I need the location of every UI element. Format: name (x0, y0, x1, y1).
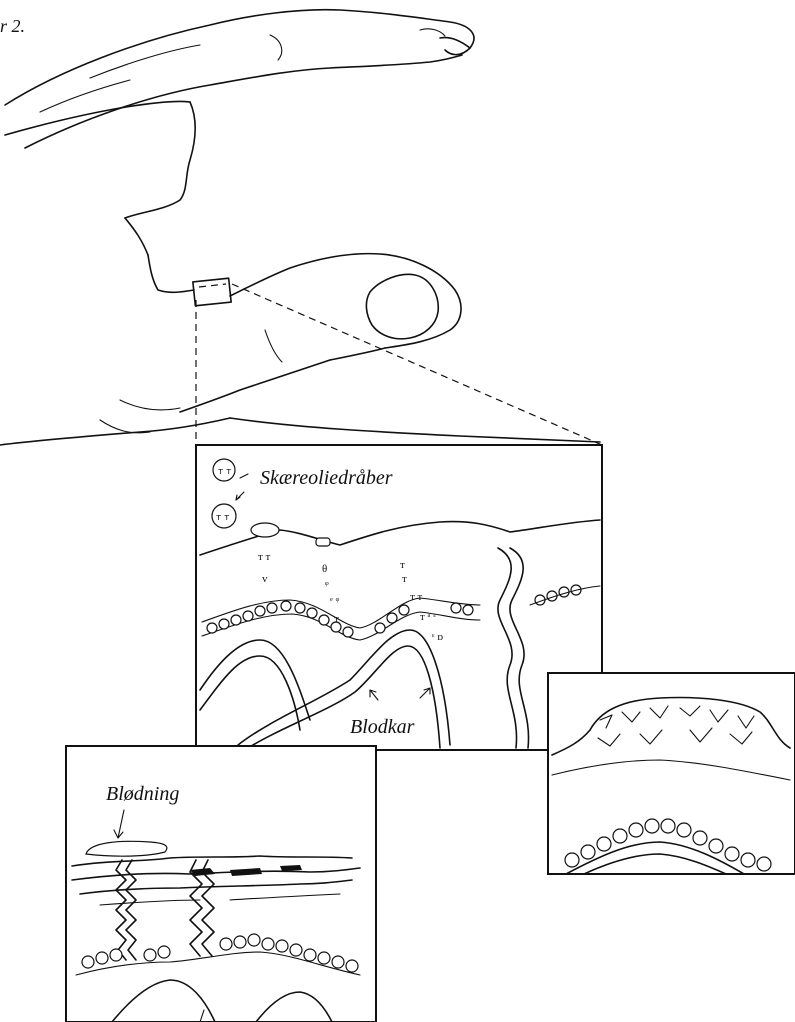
panel-bleeding: Blødning (66, 746, 376, 1022)
svg-text:θ: θ (322, 563, 327, 575)
label-oil-droplets: Skæreoliedråber (260, 467, 393, 489)
svg-text:ᴛ ᴛ: ᴛ ᴛ (216, 513, 229, 523)
svg-text:ᵉ ᵠ: ᵉ ᵠ (330, 595, 340, 607)
label-bleeding: Blødning (106, 783, 179, 805)
svg-text:ᴛ: ᴛ (402, 573, 407, 585)
label-blood-vessel: Blodkar (350, 716, 415, 738)
panel-skin-oil-droplets: ᴛ ᴛ ᴛ ᴛ Skæreoliedråber ᴛ ᴛ v θ ᵠ ᵉ ᵠ ᴛ … (196, 445, 602, 750)
hand-illustration (0, 10, 600, 445)
panel-healed-skin (548, 673, 795, 874)
svg-text:ᴛ ᴛ: ᴛ ᴛ (218, 467, 231, 477)
svg-text:v: v (262, 573, 268, 585)
svg-text:ᴛ: ᴛ (400, 559, 405, 571)
svg-text:ᵋ ᴅ: ᵋ ᴅ (432, 631, 443, 643)
svg-text:ᴛ ᴛ: ᴛ ᴛ (410, 591, 423, 603)
svg-text:ᵠ: ᵠ (325, 579, 329, 591)
svg-text:ᴛ ᴛ: ᴛ ᴛ (258, 551, 271, 563)
figure-number: r 2. (0, 16, 25, 36)
